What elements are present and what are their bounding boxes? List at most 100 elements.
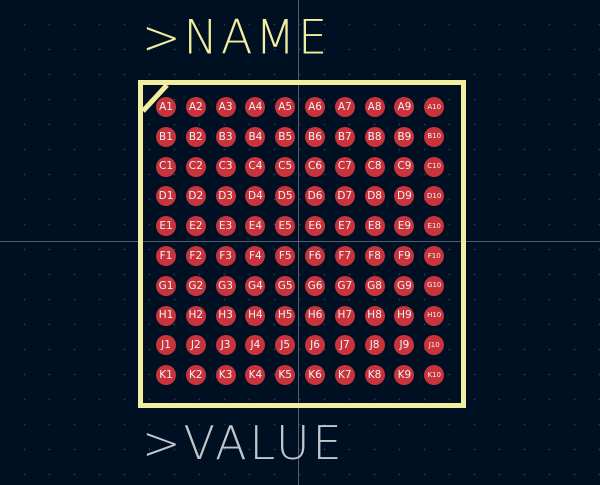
pad-c8[interactable]: C8 — [364, 156, 385, 177]
pad-k5[interactable]: K5 — [275, 365, 296, 386]
pad-j8[interactable]: J8 — [364, 335, 385, 356]
pad-c10[interactable]: C10 — [424, 156, 445, 177]
pad-a1[interactable]: A1 — [156, 97, 176, 117]
pad-b3[interactable]: B3 — [215, 126, 236, 147]
pad-g3[interactable]: G3 — [215, 275, 236, 296]
pad-k1[interactable]: K1 — [156, 365, 176, 386]
courtyard-outline[interactable] — [138, 80, 466, 408]
pad-j4[interactable]: J4 — [245, 335, 266, 356]
pad-b6[interactable]: B6 — [305, 126, 325, 147]
pad-b2[interactable]: B2 — [185, 126, 206, 147]
pad-d10[interactable]: D10 — [424, 186, 445, 207]
pad-g1[interactable]: G1 — [156, 275, 176, 296]
pad-g6[interactable]: G6 — [305, 275, 325, 296]
pad-c3[interactable]: C3 — [215, 156, 236, 177]
pad-g4[interactable]: G4 — [245, 275, 266, 296]
pad-j3[interactable]: J3 — [215, 335, 236, 356]
pad-b8[interactable]: B8 — [364, 126, 385, 147]
pad-h1[interactable]: H1 — [156, 305, 176, 326]
pad-f2[interactable]: F2 — [185, 246, 206, 266]
pad-j1[interactable]: J1 — [156, 335, 176, 356]
pad-e3[interactable]: E3 — [215, 216, 236, 237]
pad-f7[interactable]: F7 — [334, 246, 355, 266]
pad-a8[interactable]: A8 — [364, 97, 385, 117]
pad-b4[interactable]: B4 — [245, 126, 266, 147]
pad-h3[interactable]: H3 — [215, 305, 236, 326]
pad-k8[interactable]: K8 — [364, 365, 385, 386]
pad-a5[interactable]: A5 — [275, 97, 296, 117]
pad-a4[interactable]: A4 — [245, 97, 266, 117]
pad-j2[interactable]: J2 — [185, 335, 206, 356]
pad-j9[interactable]: J9 — [394, 335, 415, 356]
pad-f1[interactable]: F1 — [156, 246, 176, 266]
pad-g2[interactable]: G2 — [185, 275, 206, 296]
pad-b1[interactable]: B1 — [156, 126, 176, 147]
pad-f6[interactable]: F6 — [305, 246, 325, 266]
pad-d8[interactable]: D8 — [364, 186, 385, 207]
pad-c7[interactable]: C7 — [334, 156, 355, 177]
pad-e1[interactable]: E1 — [156, 216, 176, 237]
pad-g8[interactable]: G8 — [364, 275, 385, 296]
pad-b10[interactable]: B10 — [424, 126, 445, 147]
pad-a3[interactable]: A3 — [215, 97, 236, 117]
pad-g5[interactable]: G5 — [275, 275, 296, 296]
pad-j5[interactable]: J5 — [275, 335, 296, 356]
pad-d3[interactable]: D3 — [215, 186, 236, 207]
pad-e4[interactable]: E4 — [245, 216, 266, 237]
pad-a10[interactable]: A10 — [424, 97, 445, 117]
pad-g10[interactable]: G10 — [424, 275, 445, 296]
pad-c2[interactable]: C2 — [185, 156, 206, 177]
pad-d2[interactable]: D2 — [185, 186, 206, 207]
pad-a7[interactable]: A7 — [334, 97, 355, 117]
pad-d7[interactable]: D7 — [334, 186, 355, 207]
pad-h10[interactable]: H10 — [424, 305, 445, 326]
pad-e7[interactable]: E7 — [334, 216, 355, 237]
pad-h6[interactable]: H6 — [305, 305, 325, 326]
pad-j7[interactable]: J7 — [334, 335, 355, 356]
reference-designator-text[interactable]: >NAME — [142, 9, 331, 65]
pad-j10[interactable]: J10 — [424, 335, 445, 356]
pad-e10[interactable]: E10 — [424, 216, 445, 237]
pad-d4[interactable]: D4 — [245, 186, 266, 207]
pad-h8[interactable]: H8 — [364, 305, 385, 326]
pad-e9[interactable]: E9 — [394, 216, 415, 237]
pad-c1[interactable]: C1 — [156, 156, 176, 177]
pad-f5[interactable]: F5 — [275, 246, 296, 266]
pad-a9[interactable]: A9 — [394, 97, 415, 117]
pad-b9[interactable]: B9 — [394, 126, 415, 147]
pad-h4[interactable]: H4 — [245, 305, 266, 326]
value-text[interactable]: >VALUE — [142, 416, 345, 470]
pad-b7[interactable]: B7 — [334, 126, 355, 147]
pad-k3[interactable]: K3 — [215, 365, 236, 386]
pad-c5[interactable]: C5 — [275, 156, 296, 177]
pad-h9[interactable]: H9 — [394, 305, 415, 326]
pad-h5[interactable]: H5 — [275, 305, 296, 326]
pad-f10[interactable]: F10 — [424, 246, 445, 266]
pad-d1[interactable]: D1 — [156, 186, 176, 207]
pad-k9[interactable]: K9 — [394, 365, 415, 386]
pad-k10[interactable]: K10 — [424, 365, 445, 386]
pad-c9[interactable]: C9 — [394, 156, 415, 177]
pad-g7[interactable]: G7 — [334, 275, 355, 296]
pad-k4[interactable]: K4 — [245, 365, 266, 386]
pad-e6[interactable]: E6 — [305, 216, 325, 237]
pad-e2[interactable]: E2 — [185, 216, 206, 237]
pad-k2[interactable]: K2 — [185, 365, 206, 386]
pad-f8[interactable]: F8 — [364, 246, 385, 266]
pad-h2[interactable]: H2 — [185, 305, 206, 326]
pad-k7[interactable]: K7 — [334, 365, 355, 386]
pad-a2[interactable]: A2 — [185, 97, 206, 117]
pad-h7[interactable]: H7 — [334, 305, 355, 326]
pad-e5[interactable]: E5 — [275, 216, 296, 237]
pad-c6[interactable]: C6 — [305, 156, 325, 177]
pad-f9[interactable]: F9 — [394, 246, 415, 266]
pad-g9[interactable]: G9 — [394, 275, 415, 296]
pad-f3[interactable]: F3 — [215, 246, 236, 266]
pad-d6[interactable]: D6 — [305, 186, 325, 207]
pad-e8[interactable]: E8 — [364, 216, 385, 237]
pad-d5[interactable]: D5 — [275, 186, 296, 207]
pad-a6[interactable]: A6 — [305, 97, 325, 117]
pad-f4[interactable]: F4 — [245, 246, 266, 266]
pad-d9[interactable]: D9 — [394, 186, 415, 207]
